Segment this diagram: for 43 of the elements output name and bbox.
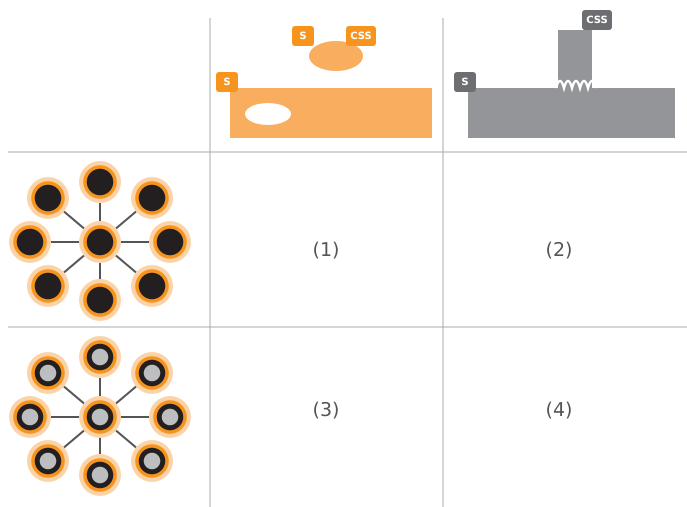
network-node (79, 279, 121, 321)
tag-label: S (454, 72, 476, 92)
network-node (149, 396, 191, 438)
network-node (131, 177, 173, 219)
network-node (149, 221, 191, 263)
connector-line (121, 241, 149, 243)
cell-number: (4) (546, 399, 572, 421)
connector-line (115, 254, 137, 274)
tag-label: CSS (346, 26, 376, 46)
connector-line (51, 416, 79, 418)
network-node (131, 352, 173, 394)
network-node (27, 177, 69, 219)
network-node (79, 454, 121, 496)
connector-line (99, 263, 101, 279)
cell-number: (2) (546, 239, 572, 261)
network-node (79, 336, 121, 378)
tag-label: CSS (582, 10, 612, 30)
network-node (79, 221, 121, 263)
connector-line (63, 254, 85, 274)
network-node (9, 396, 51, 438)
connector-line (99, 438, 101, 454)
connector-line (115, 210, 137, 230)
network-node (79, 396, 121, 438)
cell-number: (1) (312, 239, 340, 261)
connector-line (121, 416, 149, 418)
network-node (27, 352, 69, 394)
connector-line (63, 210, 85, 230)
network-node (131, 440, 173, 482)
connector-line (115, 430, 137, 448)
cell-number: (3) (312, 399, 340, 421)
network-node (27, 265, 69, 307)
connector-line (63, 386, 85, 404)
connector-line (115, 386, 137, 404)
network-node (79, 161, 121, 203)
network-node (27, 440, 69, 482)
connector-line (63, 430, 85, 448)
tag-label: S (292, 26, 314, 46)
network-node (9, 221, 51, 263)
connector-line (99, 203, 101, 221)
connector-line (99, 378, 101, 396)
tag-label: S (216, 72, 238, 92)
connector-line (51, 241, 79, 243)
network-node (131, 265, 173, 307)
